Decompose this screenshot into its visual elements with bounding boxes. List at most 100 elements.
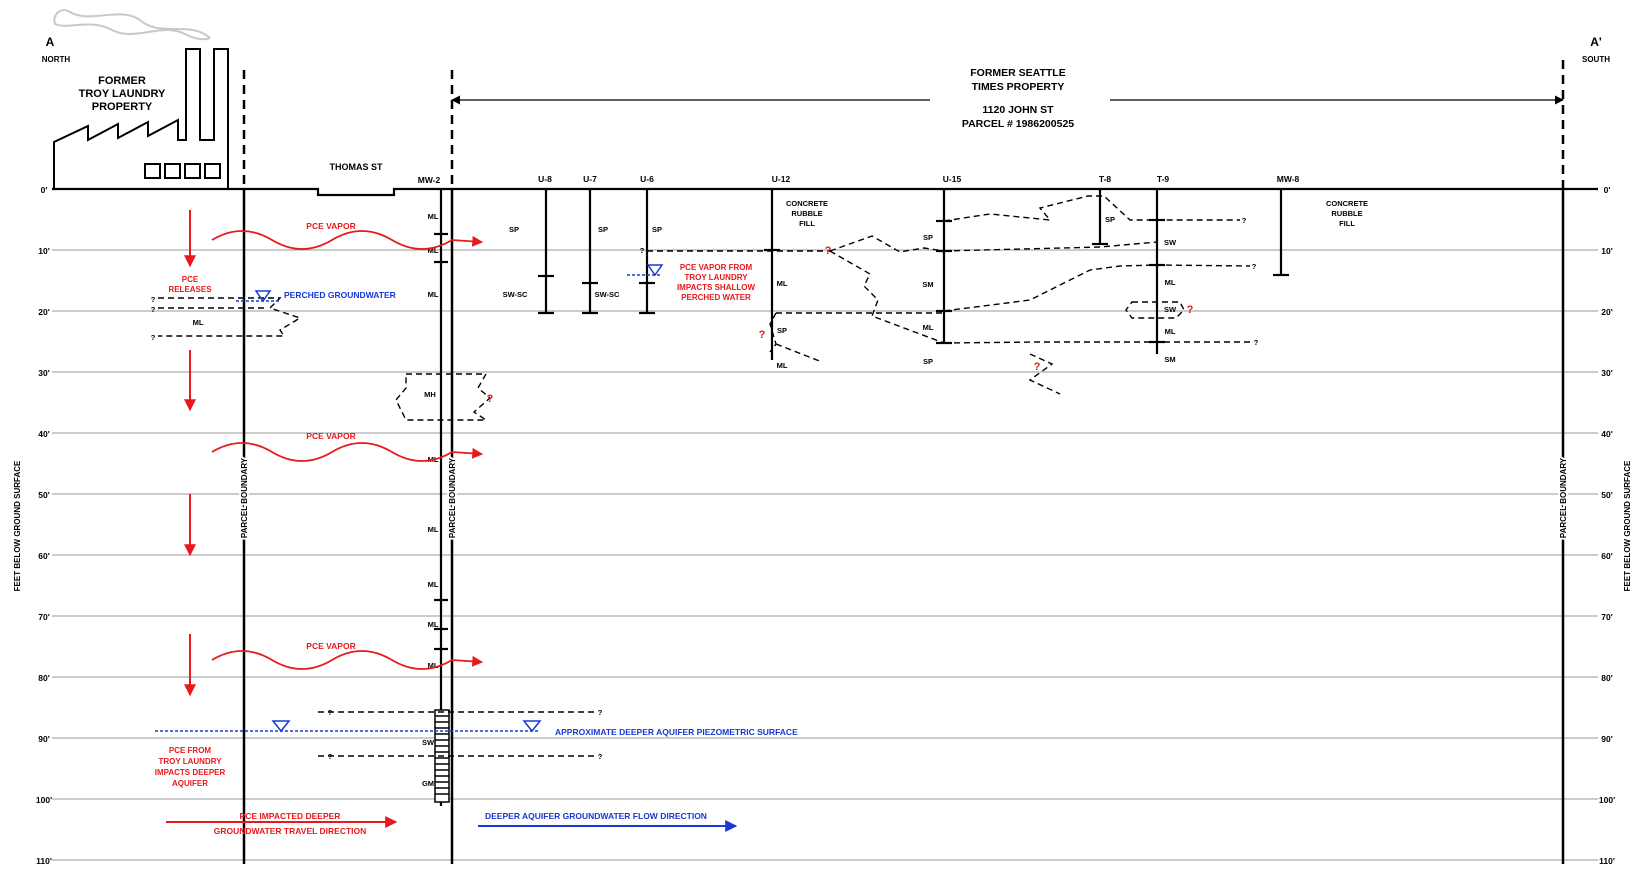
well-label-u-8: U-8 xyxy=(538,174,552,184)
well-label-u-12: U-12 xyxy=(772,174,791,184)
svg-text:FILL: FILL xyxy=(799,219,815,228)
unknown-contact-markers-red: ? ? ? ? ? xyxy=(487,245,1194,405)
svg-text:PERCHED WATER: PERCHED WATER xyxy=(681,293,751,302)
soil-label-ml: ML xyxy=(428,580,439,589)
svg-text:GROUNDWATER TRAVEL DIRECTION: GROUNDWATER TRAVEL DIRECTION xyxy=(214,826,367,836)
svg-text:?: ? xyxy=(598,752,603,761)
svg-text:CONCRETE: CONCRETE xyxy=(786,199,828,208)
depth-tick: 20' xyxy=(1601,307,1612,317)
svg-text:TROY LAUNDRY: TROY LAUNDRY xyxy=(158,757,222,766)
soil-label-ml: ML xyxy=(1165,327,1176,336)
svg-text:?: ? xyxy=(759,329,766,341)
depth-tick: 60' xyxy=(1601,551,1612,561)
pce-impacts-deeper-label: PCE FROM TROY LAUNDRY IMPACTS DEEPER AQU… xyxy=(155,746,226,788)
svg-text:PARCEL # 1986200525: PARCEL # 1986200525 xyxy=(962,118,1074,130)
svg-text:PCE VAPOR FROM: PCE VAPOR FROM xyxy=(680,263,753,272)
svg-text:FORMER SEATTLE: FORMER SEATTLE xyxy=(970,67,1065,79)
svg-text:PCE VAPOR: PCE VAPOR xyxy=(306,431,355,441)
svg-text:?: ? xyxy=(328,752,333,761)
perched-groundwater-label: PERCHED GROUNDWATER xyxy=(284,290,396,300)
depth-tick: 100' xyxy=(36,795,52,805)
svg-text:RELEASES: RELEASES xyxy=(168,285,212,294)
soil-label-gm: GM xyxy=(422,779,434,788)
svg-text:TIMES PROPERTY: TIMES PROPERTY xyxy=(972,81,1065,93)
depth-tick: 60' xyxy=(38,551,49,561)
svg-text:RUBBLE: RUBBLE xyxy=(1331,209,1362,218)
depth-tick: 30' xyxy=(38,368,49,378)
well-label-t-9: T-9 xyxy=(1157,174,1170,184)
well-labels: MW-2 U-8 U-7 U-6 U-12 U-15 T-8 T-9 MW-8 xyxy=(418,174,1300,185)
depth-tick: 100' xyxy=(1599,795,1615,805)
concrete-rubble-label: CONCRETE RUBBLE FILL xyxy=(1326,199,1368,228)
ground-surface-line xyxy=(52,187,1598,197)
depth-tick: 110' xyxy=(1599,856,1615,866)
depth-tick: 50' xyxy=(38,490,49,500)
svg-text:IMPACTS DEEPER: IMPACTS DEEPER xyxy=(155,768,226,777)
soil-label-sw-sc: SW-SC xyxy=(595,290,620,299)
street-label: THOMAS ST xyxy=(330,162,384,172)
svg-text:TROY LAUNDRY: TROY LAUNDRY xyxy=(79,88,166,100)
depth-tick: 90' xyxy=(1601,734,1612,744)
parcel-boundary-label: PARCEL BOUNDARY xyxy=(240,457,249,538)
soil-label-sp: SP xyxy=(923,357,933,366)
parcel-boundary-label: PARCEL BOUNDARY xyxy=(1559,457,1568,538)
section-marker-a: A xyxy=(46,35,55,49)
svg-text:RUBBLE: RUBBLE xyxy=(791,209,822,218)
unknown-contact-markers: ? ? ? ? ? ? ? ? ? ? ? xyxy=(151,216,1259,761)
depth-tick: 10' xyxy=(38,246,49,256)
svg-text:1120 JOHN ST: 1120 JOHN ST xyxy=(982,104,1054,116)
svg-text:?: ? xyxy=(640,246,645,255)
well-columns xyxy=(434,189,1289,806)
soil-label-sp: SP xyxy=(509,225,519,234)
depth-tick: 0' xyxy=(41,185,48,195)
pce-vapor-impacts-label: PCE VAPOR FROM TROY LAUNDRY IMPACTS SHAL… xyxy=(677,263,756,302)
depth-tick: 50' xyxy=(1601,490,1612,500)
stratigraphic-contacts xyxy=(158,195,1252,757)
depth-axis-title-right: FEET BELOW GROUND SURFACE xyxy=(1623,460,1632,591)
well-label-u-7: U-7 xyxy=(583,174,597,184)
svg-text:IMPACTS SHALLOW: IMPACTS SHALLOW xyxy=(677,283,756,292)
well-label-u-6: U-6 xyxy=(640,174,654,184)
svg-text:PROPERTY: PROPERTY xyxy=(92,101,153,113)
water-table-icon xyxy=(522,720,542,733)
seattle-times-property-label: FORMER SEATTLE TIMES PROPERTY 1120 JOHN … xyxy=(962,67,1074,130)
pce-travel-label: PCE IMPACTED DEEPER GROUNDWATER TRAVEL D… xyxy=(214,811,367,836)
soil-label-sp: SP xyxy=(777,326,787,335)
pce-vapor-labels: PCE VAPOR PCE VAPOR PCE VAPOR xyxy=(306,221,355,651)
depth-tick: 110' xyxy=(36,856,52,866)
concrete-rubble-label: CONCRETE RUBBLE FILL xyxy=(786,199,828,228)
svg-text:?: ? xyxy=(1252,262,1257,271)
svg-text:PCE VAPOR: PCE VAPOR xyxy=(306,641,355,651)
soil-label-ml: ML xyxy=(428,246,439,255)
svg-text:?: ? xyxy=(1254,338,1259,347)
depth-tick: 70' xyxy=(38,612,49,622)
soil-label-sm: SM xyxy=(1164,355,1175,364)
soil-label-ml: ML xyxy=(428,620,439,629)
svg-text:?: ? xyxy=(825,245,832,257)
soil-label-sp: SP xyxy=(1105,215,1115,224)
soil-label-sp: SP xyxy=(923,233,933,242)
soil-label-ml: ML xyxy=(428,290,439,299)
well-label-mw-8: MW-8 xyxy=(1277,174,1300,184)
depth-axis-title-left: FEET BELOW GROUND SURFACE xyxy=(13,460,22,591)
depth-tick: 40' xyxy=(38,429,49,439)
section-direction-north: NORTH xyxy=(42,55,71,64)
well-label-u-15: U-15 xyxy=(943,174,962,184)
soil-label-ml: ML xyxy=(193,318,204,327)
soil-label-sw: SW xyxy=(422,738,435,747)
svg-text:PCE VAPOR: PCE VAPOR xyxy=(306,221,355,231)
soil-label-ml: ML xyxy=(777,361,788,370)
factory-icon xyxy=(53,48,229,189)
depth-tick: 80' xyxy=(1601,673,1612,683)
svg-text:PCE FROM: PCE FROM xyxy=(169,746,212,755)
soil-label-sp: SP xyxy=(652,225,662,234)
parcel-boundary-label: PARCEL BOUNDARY xyxy=(448,457,457,538)
depth-tick: 80' xyxy=(38,673,49,683)
svg-text:PCE: PCE xyxy=(182,275,199,284)
soil-label-sw: SW xyxy=(1164,305,1177,314)
svg-text:TROY LAUNDRY: TROY LAUNDRY xyxy=(684,273,748,282)
depth-tick: 90' xyxy=(38,734,49,744)
depth-tick: 30' xyxy=(1601,368,1612,378)
svg-text:?: ? xyxy=(1034,361,1041,373)
